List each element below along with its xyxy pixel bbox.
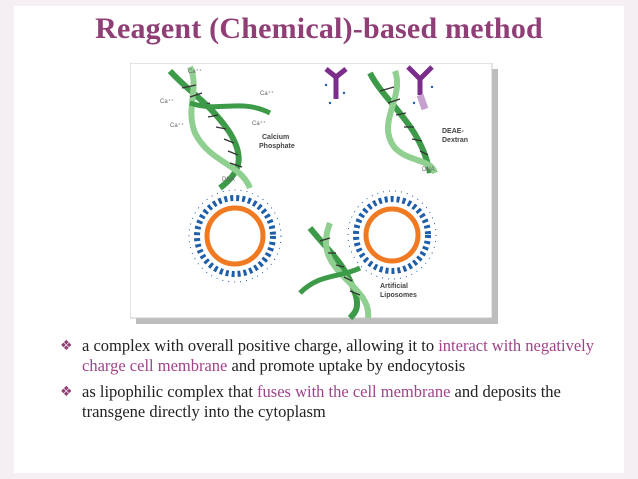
phosphate-label: Phosphate [259,143,295,150]
dna-label-right: DNA [422,167,435,173]
dna-helix-calcium-2 [189,100,272,116]
bullet-1-highlight: interact with negatively charge cell mem… [82,336,594,375]
bullet-item-2: ❖ as lipophilic complex that fuses with … [60,382,620,422]
dna-helix-liposome-2 [298,265,362,295]
transfection-figure: Ca⁺⁺ Ca⁺⁺ Ca⁺⁺ Ca⁺⁺ Ca⁺⁺ Calcium Phospha… [129,62,500,326]
transfection-illustration: Ca⁺⁺ Ca⁺⁺ Ca⁺⁺ Ca⁺⁺ Ca⁺⁺ Calcium Phospha… [129,62,498,324]
bullet-2-text: as lipophilic complex that [82,382,258,401]
dna-helix-liposome [307,221,372,321]
ca-ion-label-2: Ca⁺⁺ [160,98,174,105]
bullet-2-highlight: fuses with the cell membrane [257,382,451,401]
diamond-bullet-icon: ❖ [60,384,73,400]
slide-title: Reagent (Chemical)-based method [95,12,543,45]
liposome-icon-left [188,189,282,283]
bullet-list: ❖ a complex with overall positive charge… [60,336,620,428]
deae-label: DEAE- [442,128,464,135]
dna-helix-calcium [167,65,253,191]
liposomes-label: Liposomes [380,292,417,299]
antibody-icon-2 [406,65,434,111]
bullet-2-text-end: and deposits the transgene directly into… [82,382,561,421]
liposome-icon-right [347,190,437,280]
figure-paper [129,62,493,319]
antibody-icon-1 [324,67,348,105]
ca-ion-label-4: Ca⁺⁺ [252,120,266,127]
ca-ion-label-1: Ca⁺⁺ [188,68,202,75]
dextran-label: Dextran [442,137,468,144]
ca-ion-label-5: Ca⁺⁺ [170,122,184,129]
bullet-item-1: ❖ a complex with overall positive charge… [60,336,620,376]
ca-ion-label-3: Ca⁺⁺ [260,90,274,97]
bullet-1-text: a complex with overall positive charge, … [82,336,439,355]
calcium-label: Calcium [262,134,289,141]
dna-label-left: DNA [222,177,235,183]
artificial-label: Artificial [380,283,408,290]
diamond-bullet-icon: ❖ [60,338,73,354]
bullet-1-text-end: and promote uptake by endocytosis [227,356,466,375]
dna-helix-deae [367,69,438,175]
